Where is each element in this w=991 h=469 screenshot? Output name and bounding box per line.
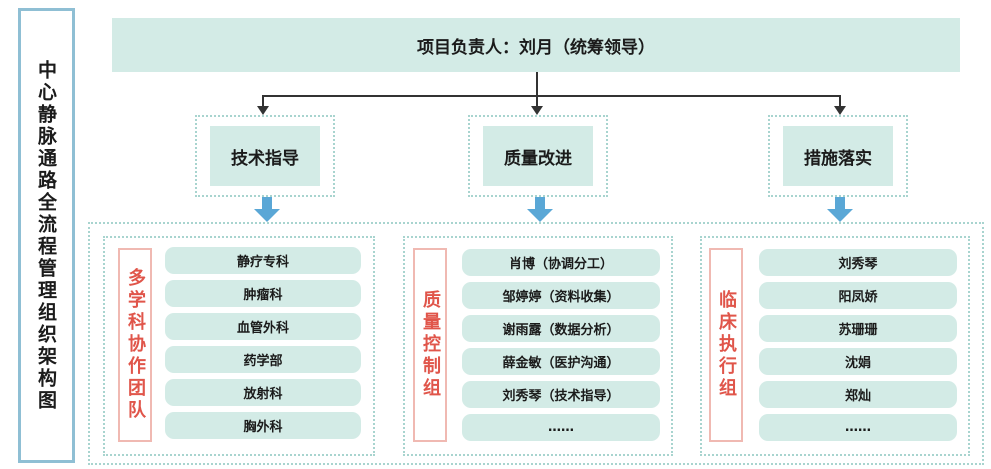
member-pill: 薛金敏（医护沟通） <box>462 348 660 375</box>
connector-trunk <box>536 72 538 96</box>
member-pill: 静疗专科 <box>165 247 361 274</box>
leader-text: 项目负责人：刘月（统筹领导） <box>417 37 655 58</box>
member-pill: 郑灿 <box>759 381 957 408</box>
member-pill: 血管外科 <box>165 313 361 340</box>
member-pill: 刘秀琴（技术指导） <box>462 381 660 408</box>
down-arrow-icon-2 <box>527 197 553 222</box>
connector-right <box>839 95 841 109</box>
category-box-2: 质量改进 <box>483 126 593 186</box>
group-label-text-2: 质量控制组 <box>420 290 441 400</box>
connector-middle <box>536 95 538 109</box>
group-label-text-3: 临床执行组 <box>716 290 737 400</box>
category-box-3: 措施落实 <box>783 126 893 186</box>
member-pill: 沈娟 <box>759 348 957 375</box>
down-arrow-icon-3 <box>827 197 853 222</box>
group-label-text-1: 多学科协作团队 <box>125 268 146 422</box>
group-frame-1 <box>103 236 375 456</box>
groups-outer-frame <box>88 222 984 465</box>
category-label-2: 质量改进 <box>504 148 572 169</box>
member-pill: 阳凤娇 <box>759 282 957 309</box>
connector-left <box>262 95 264 109</box>
leader-box: 项目负责人：刘月（统筹领导） <box>112 18 960 72</box>
member-pill: 刘秀琴 <box>759 249 957 276</box>
category-label-3: 措施落实 <box>804 148 872 169</box>
group-frame-2 <box>403 236 673 456</box>
category-frame-1 <box>195 115 335 197</box>
member-pill: 放射科 <box>165 379 361 406</box>
side-title: 中心静脉通路全流程管理组织架构图 <box>18 8 75 463</box>
arrowhead-right <box>834 106 846 115</box>
group-label-1: 多学科协作团队 <box>118 248 152 442</box>
arrowhead-left <box>257 106 269 115</box>
category-box-1: 技术指导 <box>210 126 320 186</box>
member-pill: 肿瘤科 <box>165 280 361 307</box>
category-frame-3 <box>768 115 908 197</box>
group-label-3: 临床执行组 <box>709 248 743 442</box>
member-pill: 邹婷婷（资料收集） <box>462 282 660 309</box>
member-pill: …… <box>462 414 660 441</box>
group-label-2: 质量控制组 <box>413 248 447 442</box>
group-frame-3 <box>700 236 970 456</box>
member-pill: 药学部 <box>165 346 361 373</box>
connector-horizontal <box>262 95 840 97</box>
member-pill: 谢雨露（数据分析） <box>462 315 660 342</box>
member-pill: 苏珊珊 <box>759 315 957 342</box>
member-pill: 肖博（协调分工） <box>462 249 660 276</box>
category-frame-2 <box>468 115 608 197</box>
side-title-text: 中心静脉通路全流程管理组织架构图 <box>35 59 57 412</box>
category-label-1: 技术指导 <box>231 148 299 169</box>
member-pill: 胸外科 <box>165 412 361 439</box>
down-arrow-icon-1 <box>254 197 280 222</box>
arrowhead-middle <box>531 106 543 115</box>
member-pill: …… <box>759 414 957 441</box>
